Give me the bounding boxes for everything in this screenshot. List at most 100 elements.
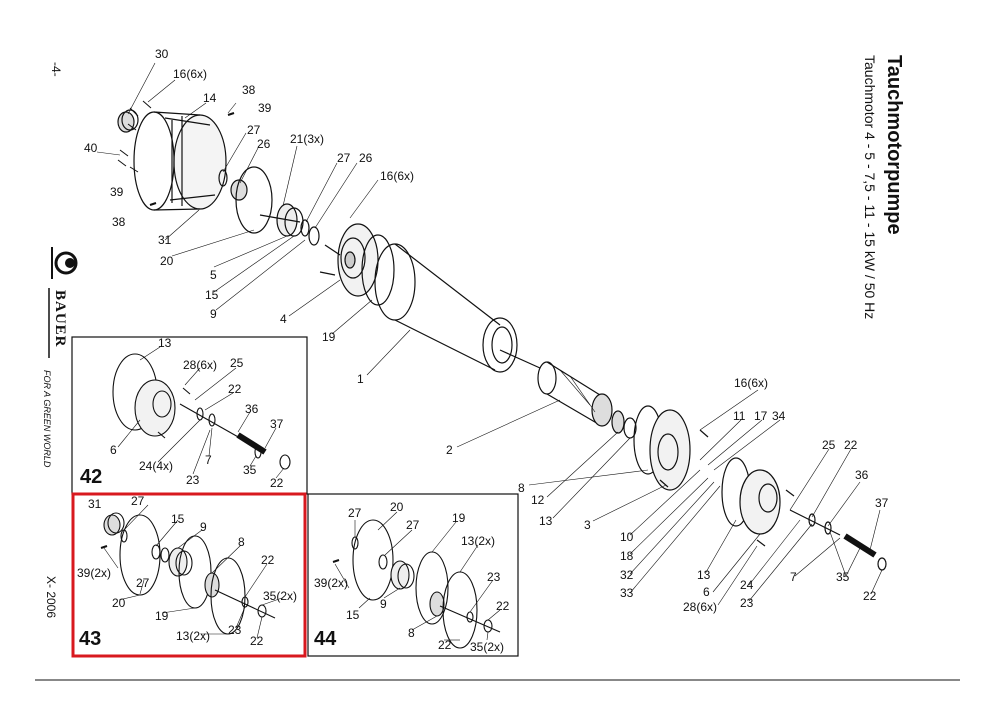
box43-label-39-2x[interactable]: 39(2x) <box>77 566 112 580</box>
label-20[interactable]: 20 <box>160 254 174 268</box>
box42-label-35[interactable]: 35 <box>243 463 257 477</box>
box44-label-22[interactable]: 22 <box>496 599 510 613</box>
label-10[interactable]: 10 <box>620 530 634 544</box>
box-42-number[interactable]: 42 <box>80 466 103 488</box>
box42-label-22b[interactable]: 22 <box>270 476 284 490</box>
label-22b[interactable]: 22 <box>863 589 877 603</box>
label-12[interactable]: 12 <box>531 493 545 507</box>
label-25[interactable]: 25 <box>822 438 836 452</box>
box43-label-27[interactable]: 27 <box>131 494 145 508</box>
box44-label-27[interactable]: 27 <box>348 506 362 520</box>
label-40[interactable]: 40 <box>84 141 98 155</box>
label-28-6x[interactable]: 28(6x) <box>683 600 718 614</box>
box44-label-13-2x[interactable]: 13(2x) <box>461 534 496 548</box>
part-14-housing <box>133 111 227 211</box>
box43-label-13-2x[interactable]: 13(2x) <box>176 629 211 643</box>
box44-label-39-2x[interactable]: 39(2x) <box>314 576 349 590</box>
box43-label-23[interactable]: 23 <box>228 623 242 637</box>
box44-label-8[interactable]: 8 <box>408 626 415 640</box>
label-38b[interactable]: 38 <box>112 215 126 229</box>
box44-label-19[interactable]: 19 <box>452 511 466 525</box>
box44-label-35-2x[interactable]: 35(2x) <box>470 640 505 654</box>
label-33[interactable]: 33 <box>620 586 634 600</box>
box44-label-27b[interactable]: 27 <box>406 518 420 532</box>
box44-label-9[interactable]: 9 <box>380 597 387 611</box>
box42-label-23[interactable]: 23 <box>186 473 200 487</box>
label-13b[interactable]: 13 <box>697 568 711 582</box>
box44-label-20[interactable]: 20 <box>390 500 404 514</box>
box42-label-24-4x[interactable]: 24(4x) <box>139 459 174 473</box>
box-44-number[interactable]: 44 <box>314 628 337 650</box>
label-7[interactable]: 7 <box>790 570 797 584</box>
part-22-nut <box>877 557 887 571</box>
label-21-3x[interactable]: 21(3x) <box>290 132 325 146</box>
box42-label-13[interactable]: 13 <box>158 336 172 350</box>
label-19[interactable]: 19 <box>322 330 336 344</box>
label-36[interactable]: 36 <box>855 468 869 482</box>
label-2[interactable]: 2 <box>446 443 453 457</box>
box42-label-37[interactable]: 37 <box>270 417 284 431</box>
label-16-6x-c[interactable]: 16(6x) <box>734 376 769 390</box>
box42-label-28-6x[interactable]: 28(6x) <box>183 358 218 372</box>
label-9[interactable]: 9 <box>210 307 217 321</box>
box43-label-9[interactable]: 9 <box>200 520 207 534</box>
label-23[interactable]: 23 <box>740 596 754 610</box>
label-27b[interactable]: 27 <box>337 151 351 165</box>
label-39b[interactable]: 39 <box>110 185 124 199</box>
box43-label-27b[interactable]: 27 <box>136 576 150 590</box>
label-4[interactable]: 4 <box>280 312 287 326</box>
box-44-frame[interactable] <box>307 493 519 657</box>
box43-label-31[interactable]: 31 <box>88 497 102 511</box>
box43-label-8[interactable]: 8 <box>238 535 245 549</box>
label-17[interactable]: 17 <box>754 409 768 423</box>
box42-label-36[interactable]: 36 <box>245 402 259 416</box>
part-6-cover <box>739 469 781 535</box>
label-26[interactable]: 26 <box>257 137 271 151</box>
label-27[interactable]: 27 <box>247 123 261 137</box>
label-24[interactable]: 24 <box>740 578 754 592</box>
box43-label-35-2x[interactable]: 35(2x) <box>263 589 298 603</box>
page-number: -4- <box>49 62 63 77</box>
label-35[interactable]: 35 <box>836 570 850 584</box>
label-37[interactable]: 37 <box>875 496 889 510</box>
box42-label-7[interactable]: 7 <box>205 453 212 467</box>
label-11[interactable]: 11 <box>733 409 746 423</box>
label-34[interactable]: 34 <box>772 409 786 423</box>
label-14[interactable]: 14 <box>203 91 217 105</box>
box43-label-19[interactable]: 19 <box>155 609 169 623</box>
label-30[interactable]: 30 <box>155 47 169 61</box>
box-43-frame[interactable] <box>71 492 307 658</box>
label-5[interactable]: 5 <box>210 268 217 282</box>
label-31[interactable]: 31 <box>158 233 172 247</box>
label-6[interactable]: 6 <box>703 585 710 599</box>
label-16-6x-b[interactable]: 16(6x) <box>380 169 415 183</box>
box44-label-15[interactable]: 15 <box>346 608 360 622</box>
label-1[interactable]: 1 <box>357 372 364 386</box>
page-title: Tauchmotorpumpe <box>883 55 905 235</box>
box43-label-22b[interactable]: 22 <box>250 634 264 648</box>
box-43-number[interactable]: 43 <box>79 628 102 650</box>
label-8[interactable]: 8 <box>518 481 525 495</box>
box43-label-20[interactable]: 20 <box>112 596 126 610</box>
label-38[interactable]: 38 <box>242 83 256 97</box>
label-39[interactable]: 39 <box>258 101 272 115</box>
label-3[interactable]: 3 <box>584 518 591 532</box>
label-22[interactable]: 22 <box>844 438 858 452</box>
brand-rule <box>48 288 50 358</box>
label-15[interactable]: 15 <box>205 288 219 302</box>
box43-label-22[interactable]: 22 <box>261 553 275 567</box>
label-26b[interactable]: 26 <box>359 151 373 165</box>
label-16-6x[interactable]: 16(6x) <box>173 67 208 81</box>
box44-label-22b[interactable]: 22 <box>438 638 452 652</box>
box42-label-25[interactable]: 25 <box>230 356 244 370</box>
box42-label-6[interactable]: 6 <box>110 443 117 457</box>
box43-label-15[interactable]: 15 <box>171 512 185 526</box>
label-18[interactable]: 18 <box>620 549 634 563</box>
box42-label-22[interactable]: 22 <box>228 382 242 396</box>
label-13[interactable]: 13 <box>539 514 553 528</box>
box44-label-23[interactable]: 23 <box>487 570 501 584</box>
label-32[interactable]: 32 <box>620 568 634 582</box>
part-19-oring <box>361 234 395 306</box>
box42-cover-6 <box>134 379 176 437</box>
